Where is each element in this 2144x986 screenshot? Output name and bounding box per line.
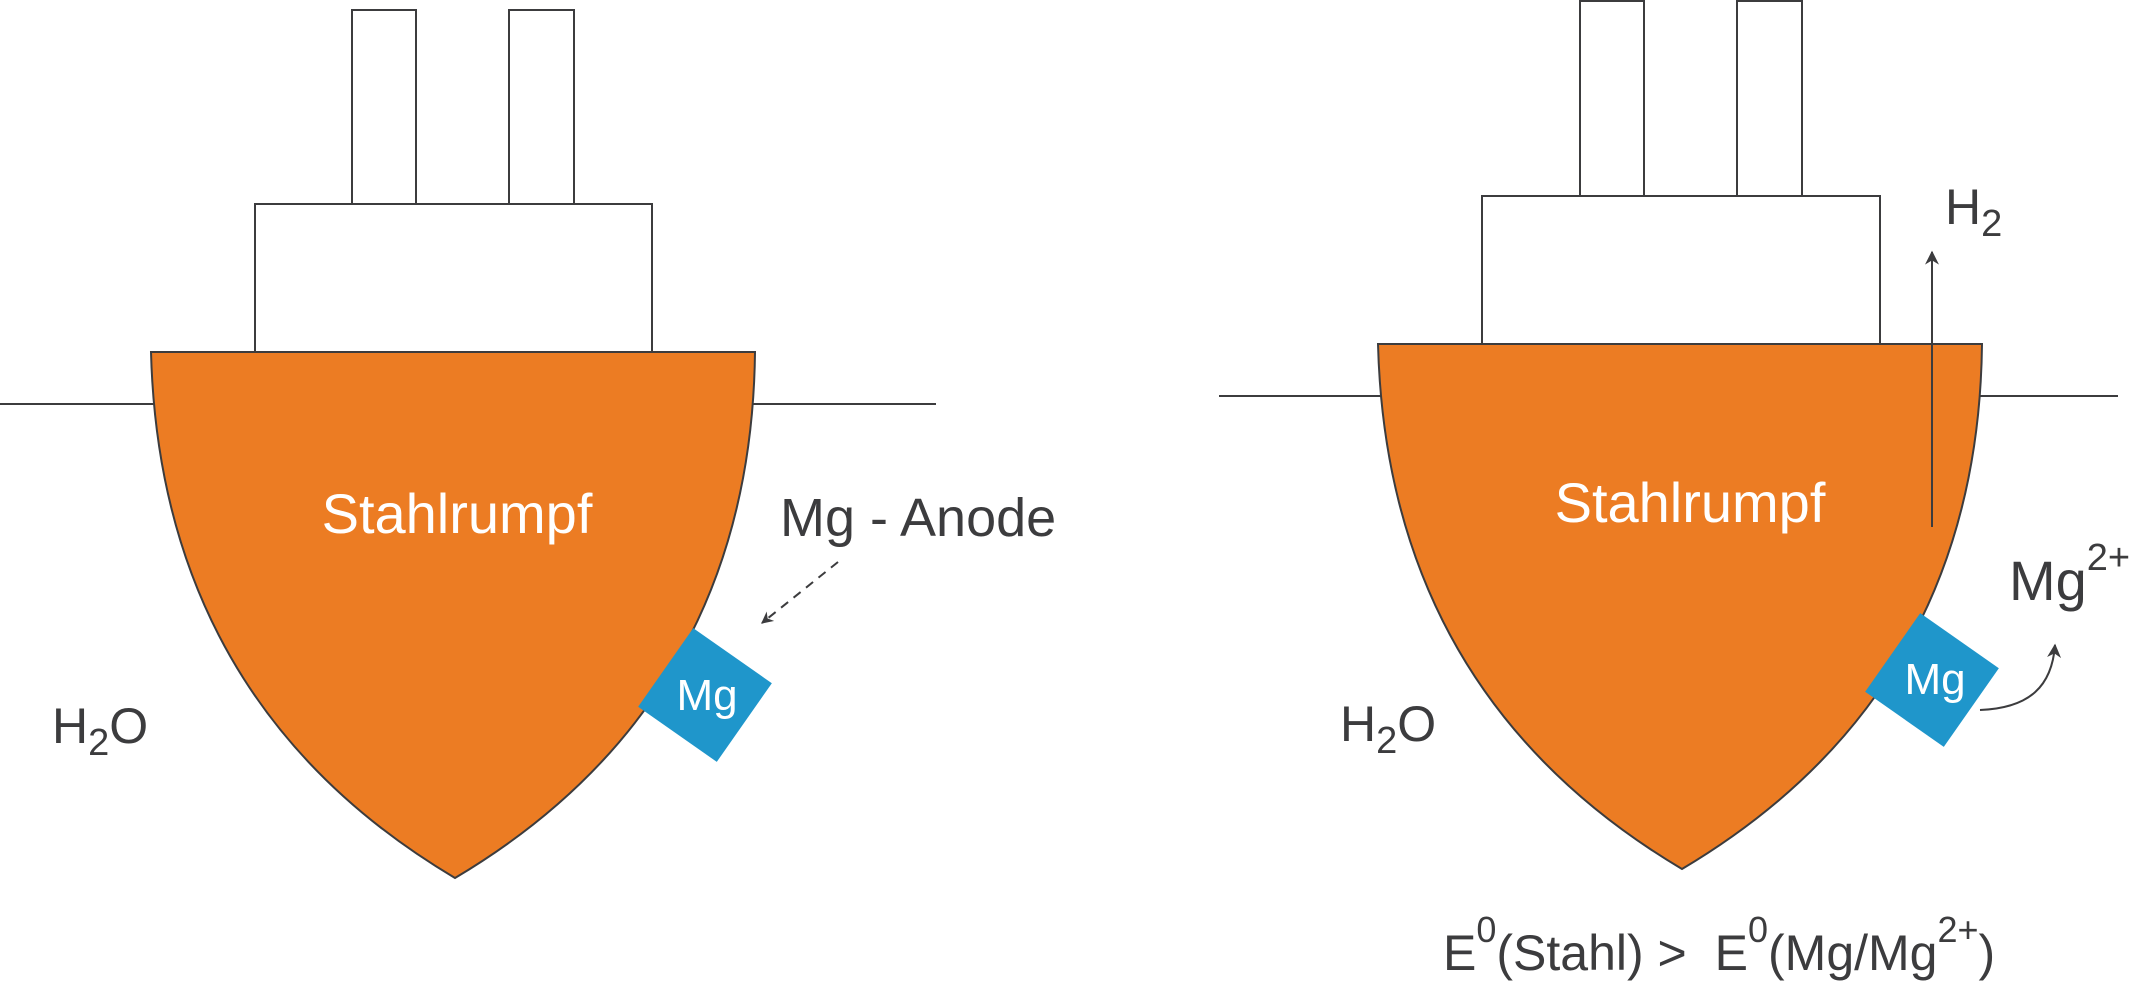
left-anode-callout: Mg - Anode [780, 488, 1056, 548]
right-mg-anode [1865, 613, 1999, 747]
left-superstructure [254, 203, 653, 354]
left-ship: Stahlrumpf Mg Mg - Anode H2O [0, 9, 1056, 880]
right-hull-label: Stahlrumpf [1555, 471, 1826, 534]
left-anode-label: Mg [676, 671, 737, 720]
right-anode-label: Mg [1904, 655, 1965, 704]
right-water-label: H2O [1340, 696, 1436, 762]
left-hull-label: Stahlrumpf [322, 482, 593, 545]
left-mg-anode [638, 628, 772, 762]
right-gas-label: H2 [1945, 179, 2002, 245]
left-water-label: H2O [52, 698, 148, 764]
right-superstructure [1481, 195, 1881, 346]
left-anode-callout-arrow [761, 561, 839, 624]
right-ion-label: Mg2+ [2009, 537, 2130, 612]
right-chimney-1 [1579, 0, 1645, 197]
right-hull [1376, 343, 1984, 871]
right-chimney-2 [1736, 0, 1803, 197]
left-hull [149, 351, 757, 880]
right-ship: Stahlrumpf Mg H2 Mg2+ H2O E0(Stahl) > E0… [1219, 0, 2130, 981]
potential-equation: E0(Stahl) > E0(Mg/Mg2+) [1443, 909, 1995, 981]
left-chimney-2 [508, 9, 575, 205]
right-mg-ion-arrow [1979, 643, 2062, 711]
left-chimney-1 [351, 9, 417, 205]
